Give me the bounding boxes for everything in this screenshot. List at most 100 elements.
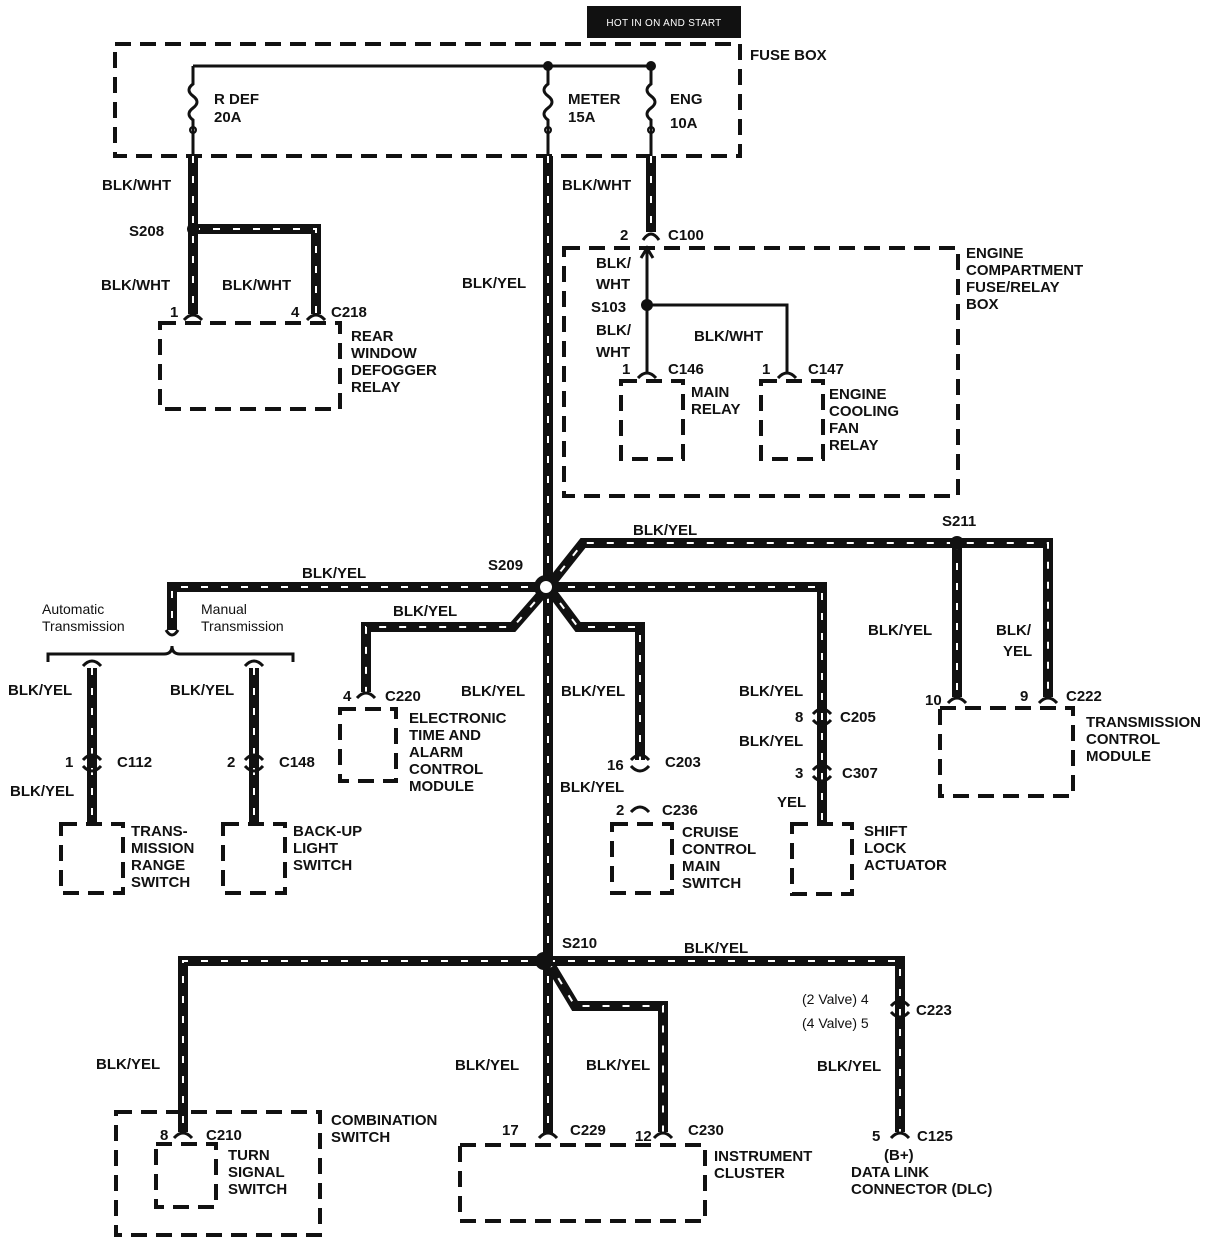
fuse-eng-name: ENG	[670, 91, 703, 108]
pin-c148: 2	[227, 754, 235, 771]
cluster-line-1: INSTRUMENT	[714, 1148, 812, 1165]
combination-line-1: COMBINATION	[331, 1112, 437, 1129]
transmission-bracket	[46, 629, 295, 662]
rear-defogger-line-4: RELAY	[351, 379, 400, 396]
fuse-eng-rating: 10A	[670, 115, 698, 132]
wire-s209-cruise	[544, 584, 645, 760]
connector-c210-label: C210	[206, 1127, 242, 1144]
engine-box-line-4: BOX	[966, 296, 999, 313]
etacm-line-4: CONTROL	[409, 761, 483, 778]
connector-c147-label: C147	[808, 361, 844, 378]
pin-c112: 1	[65, 754, 73, 771]
etacm-line-2: TIME AND	[409, 727, 481, 744]
range-switch-line-1: TRANS-	[131, 823, 188, 840]
etacm-line-1: ELECTRONIC	[409, 710, 507, 727]
wire-label-c218-4: BLK/WHT	[222, 277, 291, 294]
connector-c218-label: C218	[331, 304, 367, 321]
shift-lock-line-3: ACTUATOR	[864, 857, 947, 874]
wire-s208-c218	[193, 224, 321, 314]
pin-c222-10: 10	[925, 692, 942, 709]
wires	[87, 156, 1053, 1134]
wire-label-c218-1: BLK/WHT	[101, 277, 170, 294]
connector-labels: 2 C100 1 4 C218 1 C146 1 C147 4 C220 1 C…	[65, 227, 1102, 1145]
wire-label-cluster-17: BLK/YEL	[455, 1057, 519, 1074]
pin-c147: 1	[762, 361, 770, 378]
wire-s210-cluster12	[543, 958, 668, 1132]
wire-label-cluster-12: BLK/YEL	[586, 1057, 650, 1074]
tcm-line-2: CONTROL	[1086, 731, 1160, 748]
turn-signal-line-1: TURN	[228, 1147, 270, 1164]
wire-label-trunk-mid: BLK/YEL	[461, 683, 525, 700]
splice-s210-label: S210	[562, 935, 597, 952]
pin-c218-1: 1	[170, 304, 178, 321]
pin-c205: 8	[795, 709, 803, 726]
fuse-meter-name: METER	[568, 91, 621, 108]
etacm-line-5: MODULE	[409, 778, 474, 795]
pin-c236: 2	[616, 802, 624, 819]
auto-trans-line-1: Automatic	[42, 601, 104, 617]
power-header-label: HOT IN ON AND START	[606, 18, 721, 29]
wire-label-range-lower: BLK/YEL	[10, 783, 74, 800]
wire-s209-tcm	[544, 538, 1053, 697]
connector-c222-label: C222	[1066, 688, 1102, 705]
connector-c236-label: C236	[662, 802, 698, 819]
range-switch-line-3: RANGE	[131, 857, 185, 874]
backup-switch-line-1: BACK-UP	[293, 823, 362, 840]
cluster-line-2: CLUSTER	[714, 1165, 785, 1182]
wire-label-cruise-lower: BLK/YEL	[560, 779, 624, 796]
wire-label-s211-blk: BLK/	[996, 622, 1032, 639]
manual-trans-line-2: Transmission	[201, 618, 284, 634]
manual-trans-line-1: Manual	[201, 601, 247, 617]
wire-s209-etacm	[361, 583, 552, 692]
pin-c230: 12	[635, 1128, 652, 1145]
backup-switch-box	[221, 822, 287, 895]
fan-relay-line-4: RELAY	[829, 437, 878, 454]
range-switch-line-2: MISSION	[131, 840, 194, 857]
cruise-switch-line-1: CRUISE	[682, 824, 739, 841]
rear-defogger-line-3: DEFOGGER	[351, 362, 437, 379]
wire-label-eng: BLK/WHT	[562, 177, 631, 194]
pin-c229: 17	[502, 1122, 519, 1139]
wire-label-s211-yel: YEL	[1003, 643, 1032, 660]
engine-box-line-3: FUSE/RELAY	[966, 279, 1060, 296]
connector-c112-label: C112	[117, 754, 152, 771]
pin-c223-4valve: (4 Valve) 5	[802, 1015, 869, 1031]
shift-lock-line-1: SHIFT	[864, 823, 907, 840]
wire-label-combination: BLK/YEL	[96, 1056, 160, 1073]
wire-label-c205-lower: BLK/YEL	[739, 733, 803, 750]
fuse-meter-rating: 15A	[568, 109, 596, 126]
pin-c223-2valve: (2 Valve) 4	[802, 991, 869, 1007]
wire-label-range-upper: BLK/YEL	[8, 682, 72, 699]
splice-s211-dot	[950, 536, 964, 550]
wire-label-s210-right: BLK/YEL	[684, 940, 748, 957]
splice-s208-label: S208	[129, 223, 164, 240]
wire-label-trunk: BLK/YEL	[462, 275, 526, 292]
splice-s103-dot	[641, 299, 653, 311]
etacm-box	[338, 707, 398, 783]
pin-c210: 8	[160, 1127, 168, 1144]
wire-label-s211-left: BLK/YEL	[868, 622, 932, 639]
splice-s103-label: S103	[591, 299, 626, 316]
pin-c218-4: 4	[291, 304, 300, 321]
wire-label-blk-a: BLK/	[596, 255, 632, 272]
splice-s209-label: S209	[488, 557, 523, 574]
dlc-line-2: DATA LINK	[851, 1164, 929, 1181]
pin-c307: 3	[795, 765, 803, 782]
turn-signal-line-2: SIGNAL	[228, 1164, 285, 1181]
wire-label-dlc: BLK/YEL	[817, 1058, 881, 1075]
wire-label-cruise-upper: BLK/YEL	[561, 683, 625, 700]
wire-s210-left	[178, 956, 548, 1132]
instrument-cluster-box	[458, 1143, 707, 1223]
main-relay-box	[619, 379, 685, 461]
fuse-rdef-name: R DEF	[214, 91, 259, 108]
connector-c100-label: C100	[668, 227, 704, 244]
pin-c220: 4	[343, 688, 352, 705]
shift-lock-line-2: LOCK	[864, 840, 907, 857]
connector-c148-label: C148	[279, 754, 315, 771]
combination-switch-box	[114, 1110, 322, 1237]
cruise-switch-line-3: MAIN	[682, 858, 720, 875]
pin-c125: 5	[872, 1128, 880, 1145]
cruise-switch-line-4: SWITCH	[682, 875, 741, 892]
auto-trans-line-2: Transmission	[42, 618, 125, 634]
